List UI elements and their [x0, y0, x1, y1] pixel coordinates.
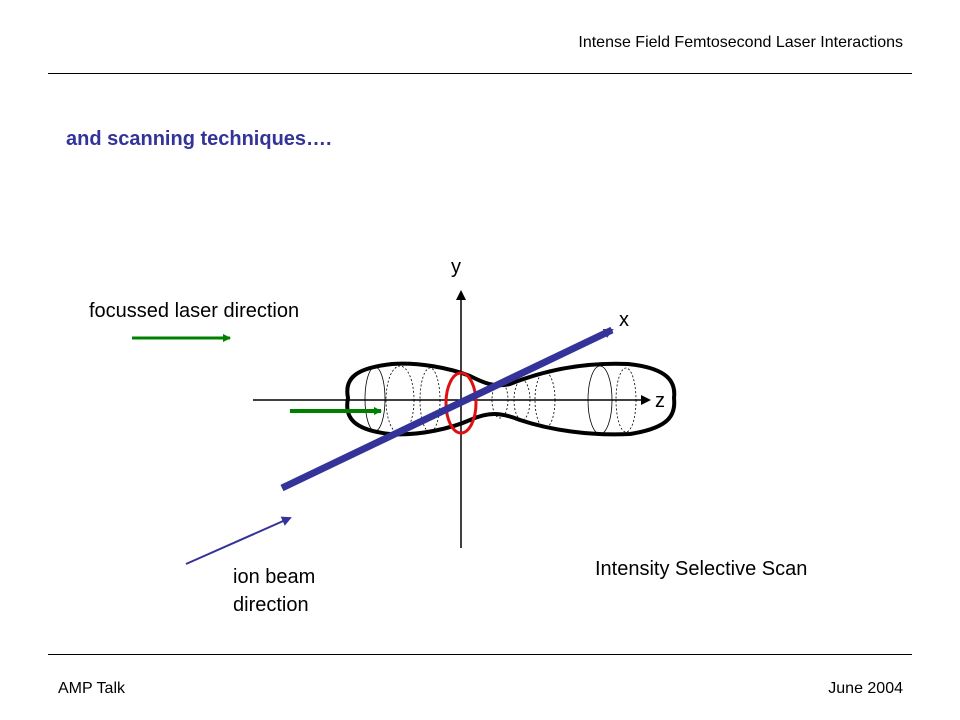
axis-label-z: z: [655, 390, 665, 412]
ion-beam: [280, 326, 614, 492]
laser-direction-label: focussed laser direction: [89, 300, 300, 322]
ion-beam-label-line2: direction: [233, 594, 309, 616]
intensity-scan-ring: [444, 371, 478, 435]
header-title: Intense Field Femtosecond Laser Interact…: [578, 34, 903, 51]
footer-divider: [48, 654, 912, 655]
footer-right: June 2004: [828, 680, 903, 697]
axis-label-x: x: [619, 309, 629, 331]
header-divider: [48, 73, 912, 74]
scan-label: Intensity Selective Scan: [595, 558, 808, 580]
footer-left: AMP Talk: [58, 680, 125, 697]
ion-beam-direction-arrow: [185, 516, 292, 565]
focal-volume-outline: [345, 361, 677, 437]
ion-beam-label-line1: ion beam: [233, 566, 316, 588]
axis-label-y: y: [451, 256, 461, 278]
slide-title: and scanning techniques….: [66, 128, 332, 150]
